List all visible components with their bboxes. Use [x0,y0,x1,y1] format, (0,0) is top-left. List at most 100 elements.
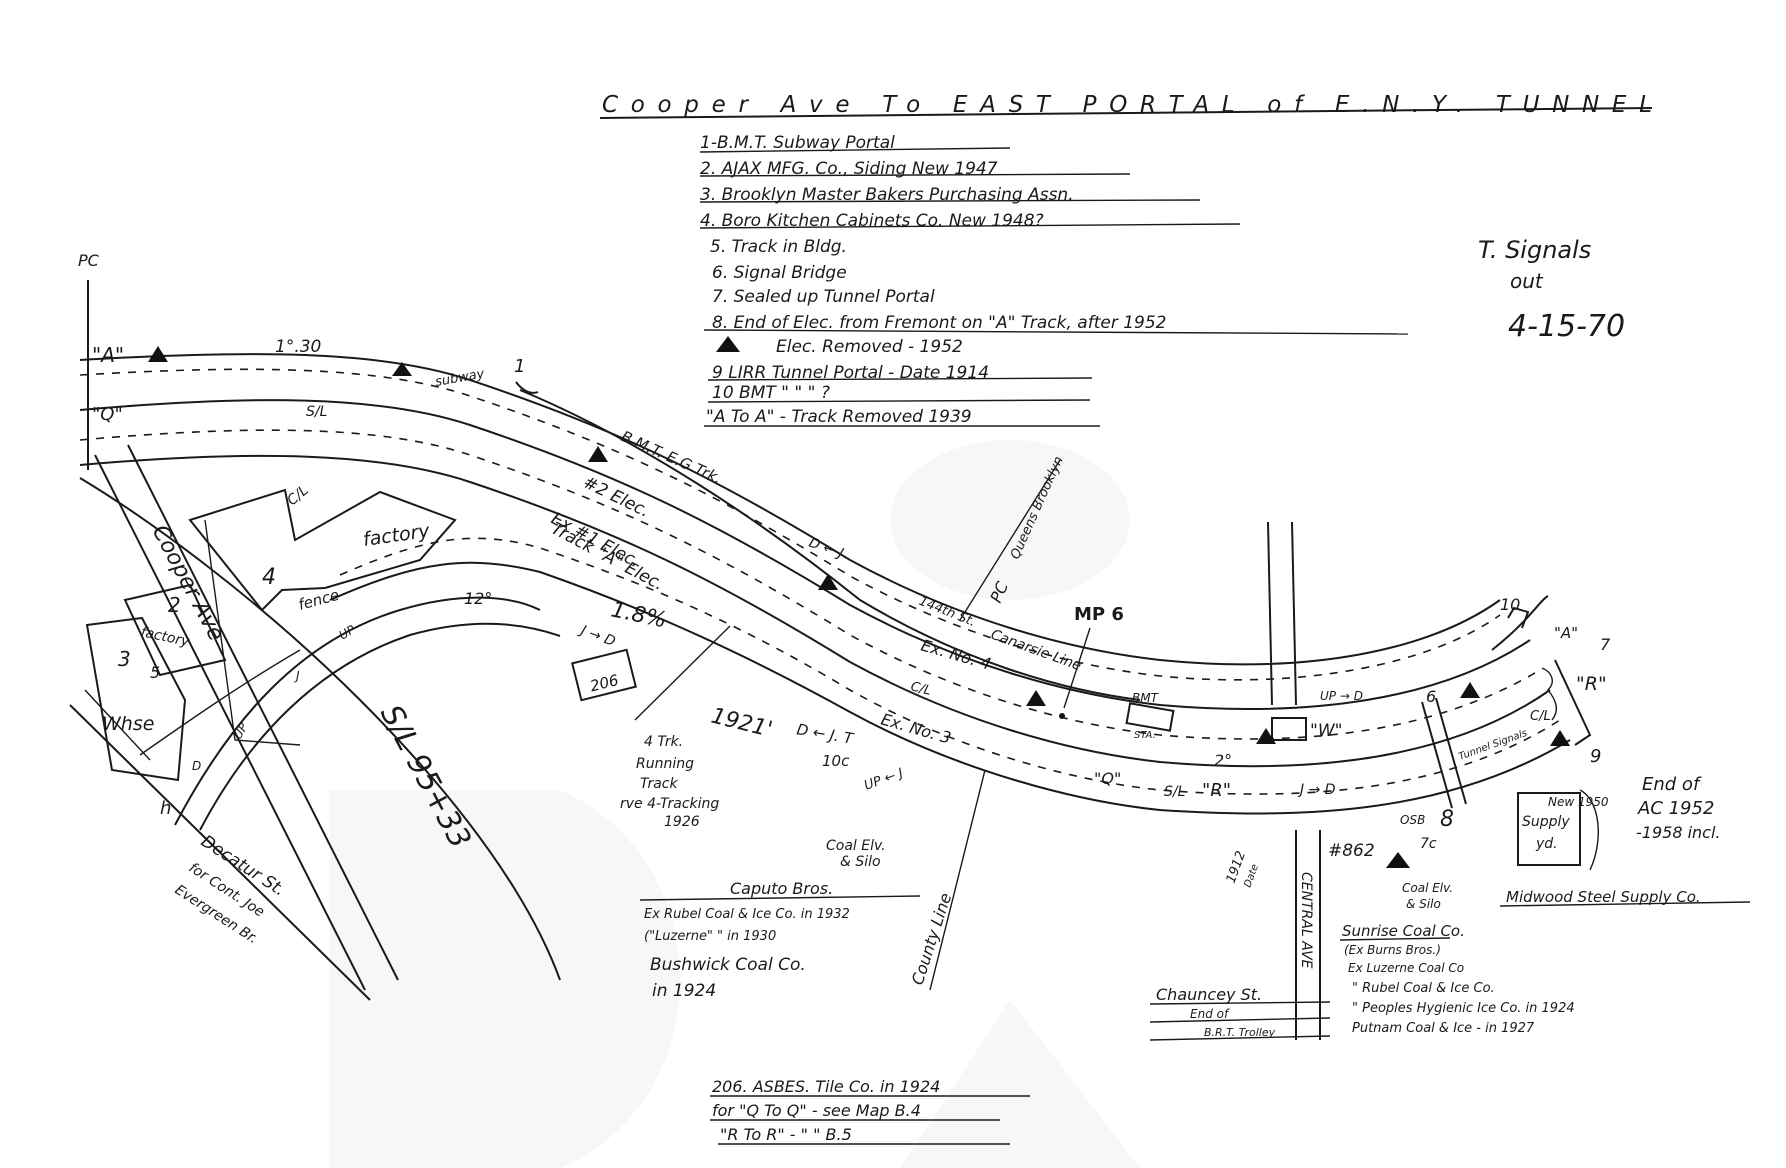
peoples-ice: " Peoples Hygienic Ice Co. in 1924 [1352,1001,1575,1016]
up-label-2: UP [230,720,251,742]
grade-1-30: 1°.30 [275,337,321,357]
osb-label: OSB [1400,813,1425,827]
brt-trolley: B.R.T. Trolley [1204,1026,1276,1039]
j-arrow-d: J → D [1297,782,1336,798]
d-jt-label: D ← J. T [795,720,856,748]
buildings [85,488,1307,782]
building-2 [123,583,227,677]
building-3 [85,616,187,782]
ten-c: 10c [822,752,850,770]
building-4-label: 4 [262,565,276,590]
legend: 1-B.M.T. Subway Portal 2. AJAX MFG. Co.,… [699,133,1409,427]
sunrise-coal: Sunrise Coal Co. [1342,922,1465,940]
legend-item-6: 6. Signal Bridge [712,263,847,283]
end-of-ac-3: -1958 incl. [1636,823,1721,842]
triangle-icon [1256,728,1276,744]
ex-luzerne: Ex Luzerne Coal Co [1348,961,1464,975]
q-mid: "Q" [1094,769,1121,788]
ex-no4: Ex. No. 4 [919,636,993,674]
whse-label: Whse [102,713,154,735]
rvt-running-1: 4 Trk. [644,734,683,750]
rvt-running-5: 1926 [664,814,700,830]
bushwick: Bushwick Coal Co. [650,955,806,975]
rvt-running-4: rve 4-Tracking [620,796,719,812]
r-right: "R" [1576,673,1607,695]
sl-left: S/L [306,404,327,420]
coal-elv-left-1: Coal Elv. [826,838,886,854]
new-1950: New 1950 [1548,795,1609,809]
grade-1921: 1921' [709,704,775,743]
building-3-label: 3 [118,647,131,671]
num-862: #862 [1328,841,1375,861]
mp6-label: MP 6 [1074,604,1124,625]
portal-1: 1 [514,356,525,377]
bmt-station [1125,702,1175,732]
legend-item-a-to-a: "A To A" - Track Removed 1939 [706,407,972,427]
legend-item-8: 8. End of Elec. from Fremont on "A" Trac… [712,313,1166,333]
note-underlines [639,895,1751,1041]
triangle-icon [148,346,168,362]
signals-note: T. Signals out 4-15-70 [1478,236,1625,344]
title-block: Cooper Ave To EAST PORTAL of E.N.Y. TUNN… [599,92,1653,119]
coal-elv-left-2: & Silo [840,854,881,870]
a-right: "A" [1554,624,1578,642]
legend-item-5: 5. Track in Bldg. [710,237,847,257]
county-line: County Line [908,890,956,987]
triangle-icon [1460,682,1480,698]
coal-elv-right-2: & Silo [1406,897,1441,911]
seven-c: 7c [1420,836,1437,852]
legend-item-1: 1-B.M.T. Subway Portal [700,133,895,153]
bottom-note-1: 206. ASBES. Tile Co. in 1924 [712,1077,940,1096]
bottom-note-2: for "Q To Q" - see Map B.4 [712,1101,921,1120]
track-a-left: "A" [92,343,124,367]
triangle-icon [392,362,412,376]
track-a-elec: Track "A" Elec. [548,519,667,595]
portal-10: 10 [1500,595,1520,614]
signals-note-line-3: 4-15-70 [1508,309,1625,344]
sl-mid: S/L [1164,784,1185,800]
legend-item-3: 3. Brooklyn Master Bakers Purchasing Ass… [700,185,1074,205]
legend-item-elec-removed: Elec. Removed - 1952 [776,337,963,357]
building-2-label: 2 [168,593,181,617]
track-lines [69,280,1599,1040]
signal-bridge-6: 6 [1426,687,1436,706]
triangle-icon [1386,852,1410,868]
bmt-eg-trk: B.M.T. E.G Trk. [618,427,724,487]
degree-12: 12° [464,589,492,608]
midwood-steel: Midwood Steel Supply Co. [1506,888,1701,906]
track-5-label: 5 [150,663,160,682]
r-mid: "R" [1202,780,1231,801]
decatur-st: Decatur St. [197,831,288,900]
supply-yd-1: Supply [1522,814,1570,830]
pc-left: PC [78,251,100,270]
sta-label: STA. [1134,730,1156,741]
map-title: Cooper Ave To EAST PORTAL of E.N.Y. TUNN… [602,92,1652,118]
factory-building [188,488,457,612]
luzerne: ("Luzerne" " in 1930 [644,929,776,944]
in-1924: in 1924 [652,981,716,1001]
cl-mid: C/L [909,679,933,699]
building-206 [571,648,637,702]
track-q-left: "Q" [92,404,123,425]
bottom-note-3: "R To R" - " " B.5 [720,1125,852,1144]
supply-yd-2: yd. [1535,836,1558,852]
coal-elv-right-1: Coal Elv. [1402,881,1453,895]
ex-burns: (Ex Burns Bros.) [1344,943,1441,957]
bmt-sta-label: BMT [1132,691,1160,705]
up-label-1: UP [337,622,359,643]
triangle-icon [1550,730,1570,746]
legend-item-10: 10 BMT " " " ? [712,383,830,403]
legend-item-9: 9 LIRR Tunnel Portal - Date 1914 [712,363,989,383]
rvt-running-3: Track [640,776,678,792]
cl-right: C/L [1530,709,1551,724]
w-label: "W" [1310,721,1342,741]
legend-item-2: 2. AJAX MFG. Co., Siding New 1947 [700,159,998,179]
portal-9: 9 [1590,746,1601,767]
watermark [330,440,1140,1168]
triangle-icon [588,446,608,462]
triangle-icon [1026,690,1046,706]
ex-rubel: Ex Rubel Coal & Ice Co. in 1932 [644,907,850,922]
overpass-w [1271,717,1307,741]
signals-note-line-1: T. Signals [1478,236,1591,264]
subway-label: subway [434,367,486,390]
